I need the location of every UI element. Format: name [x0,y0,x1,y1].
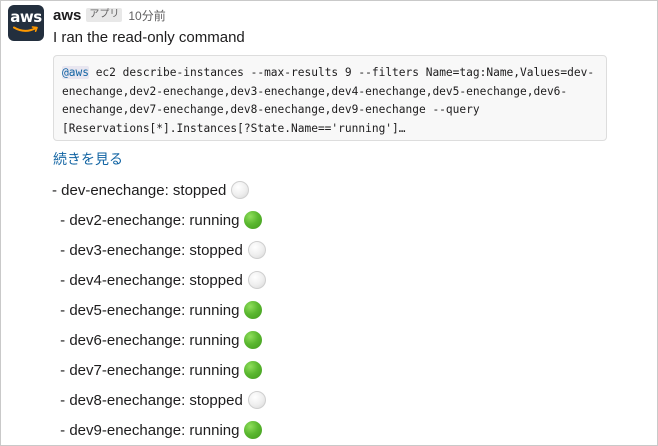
instance-row: - dev-enechange: stopped [52,178,250,202]
green-circle-icon [244,211,263,229]
white-circle-icon [231,181,250,199]
instance-label: - dev8-enechange: stopped [56,391,243,409]
instance-row: - dev2-enechange: running [56,208,263,232]
show-more-link[interactable]: 続きを見る [53,151,123,167]
code-line-text: ec2 describe-instances --max-results 9 -… [88,66,595,79]
instance-row: - dev6-enechange: running [56,328,263,352]
aws-logo-wordmark: aws [10,7,42,26]
green-circle-icon [244,301,263,319]
white-circle-icon [247,391,266,409]
instance-label: - dev5-enechange: running [56,301,240,319]
message-timestamp[interactable]: 10分前 [128,8,166,23]
code-line: @aws ec2 describe-instances --max-result… [62,64,598,83]
message-header: aws アプリ 10分前 [53,6,166,24]
instance-row: - dev7-enechange: running [56,358,263,382]
instance-row: - dev3-enechange: stopped [56,238,266,262]
code-line: [Reservations[*].Instances[?State.Name==… [62,121,406,135]
instance-label: - dev4-enechange: stopped [56,271,243,289]
white-circle-icon [247,241,266,259]
green-circle-icon [244,361,263,379]
green-circle-icon [244,331,263,349]
aws-app-avatar[interactable]: aws [8,5,44,41]
instance-row: - dev4-enechange: stopped [56,268,266,292]
instance-label: - dev6-enechange: running [56,331,240,349]
instance-label: - dev7-enechange: running [56,361,240,379]
aws-mention[interactable]: @aws [62,66,89,79]
instance-label: - dev-enechange: stopped [52,181,227,199]
instance-label: - dev9-enechange: running [56,421,240,439]
instance-row: - dev8-enechange: stopped [56,388,266,412]
instance-label: - dev2-enechange: running [56,211,240,229]
instance-row: - dev5-enechange: running [56,298,263,322]
code-line: enechange,dev2-enechange,dev3-enechange,… [62,84,568,98]
aws-smile-icon [13,25,38,32]
instance-row: - dev9-enechange: running [56,418,263,442]
message-text: I ran the read-only command [53,29,245,46]
instance-label: - dev3-enechange: stopped [56,241,243,259]
code-block: @aws ec2 describe-instances --max-result… [53,55,607,141]
code-line: enechange,dev7-enechange,dev8-enechange,… [62,103,480,116]
green-circle-icon [244,421,263,439]
white-circle-icon [247,271,266,289]
sender-name[interactable]: aws [53,6,82,24]
app-badge: アプリ [86,8,123,22]
